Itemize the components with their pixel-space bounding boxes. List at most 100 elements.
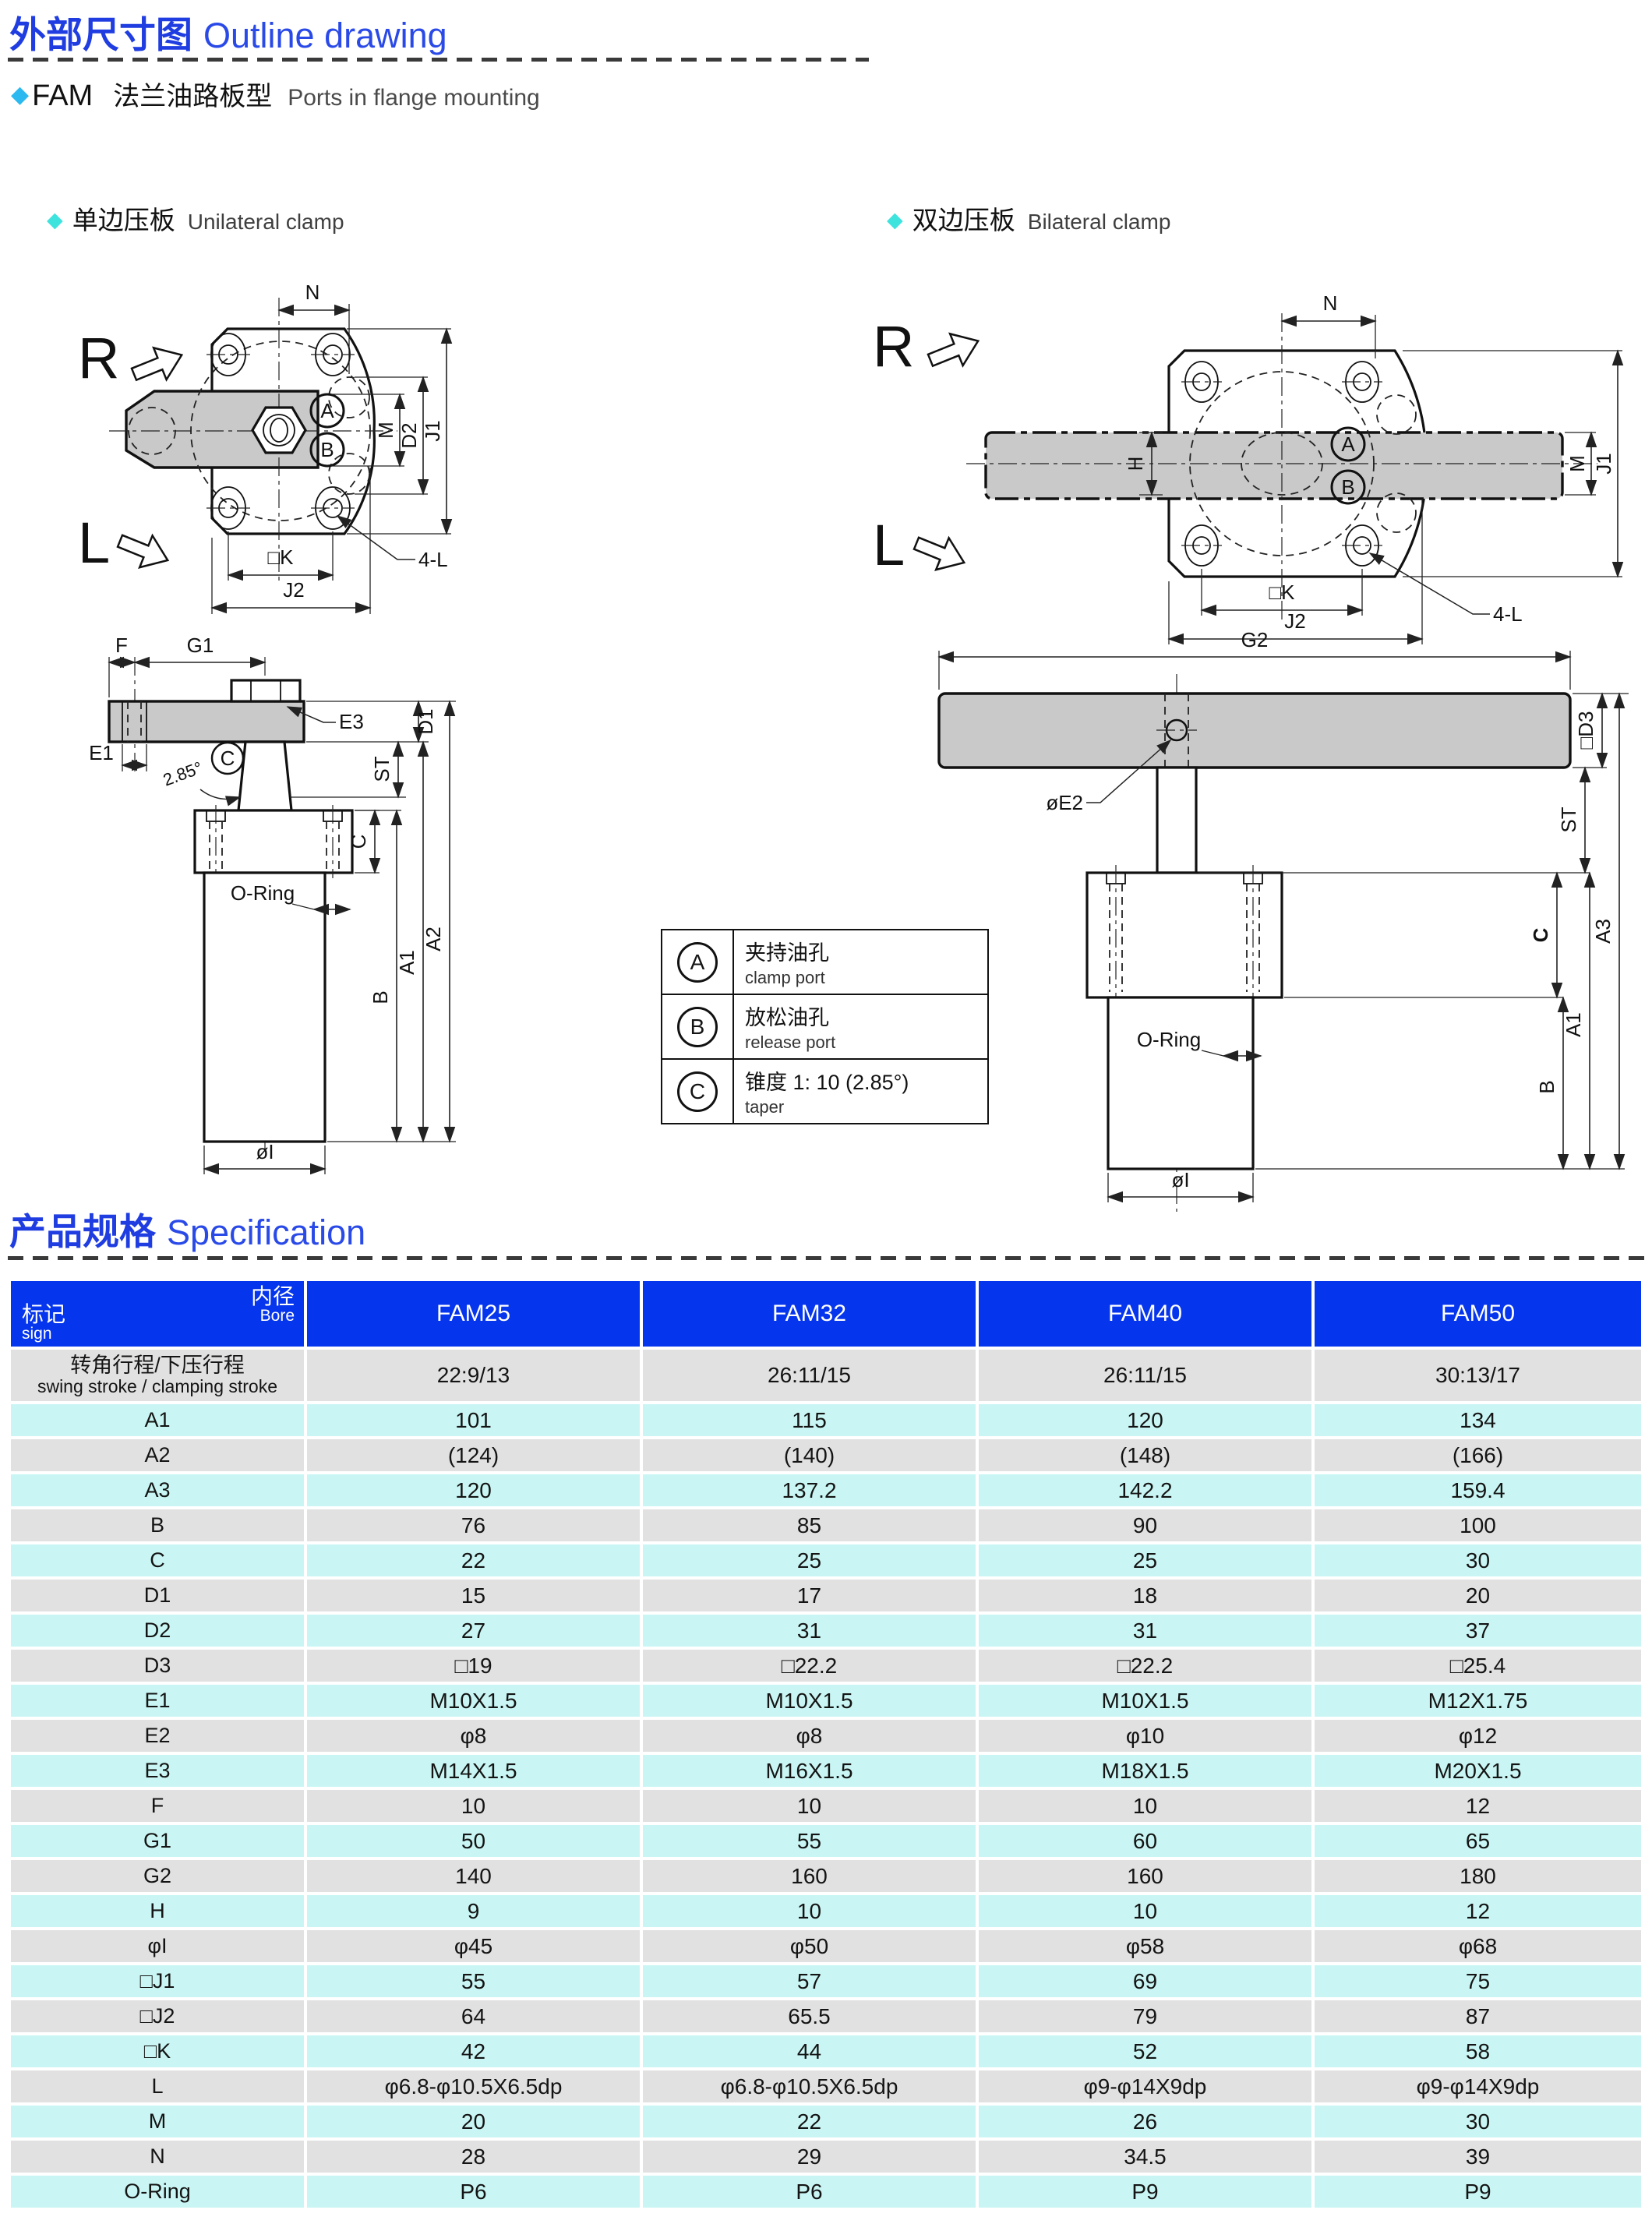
callout-e2-label: øE2 [1046,791,1083,814]
spec-value: M18X1.5 [979,1755,1311,1787]
spec-value: 101 [307,1404,640,1436]
taper-callout: C 2.85° [161,741,245,807]
dim-label-d1: D1 [414,708,437,734]
row-sign: O-Ring [11,2176,304,2208]
spec-value: 115 [643,1404,976,1436]
center-spindle [251,406,307,454]
spec-value: 65.5 [643,2000,976,2032]
table-row: A2(124)(140)(148)(166) [11,1439,1641,1471]
spec-value: 10 [643,1790,976,1822]
spec-value: 65 [1315,1825,1641,1857]
row-sign: E2 [11,1720,304,1752]
spec-value: 120 [979,1404,1311,1436]
spec-value: 25 [979,1544,1311,1576]
spec-title-zh: 产品规格 [9,1211,156,1252]
spec-value: 75 [1315,1965,1641,1997]
spec-value: 12 [1315,1895,1641,1927]
spec-value: φ9-φ14X9dp [1315,2070,1641,2102]
spec-value: 9 [307,1895,640,1927]
spec-value: 142.2 [979,1474,1311,1506]
dim-a1: A1 [395,740,429,1143]
circled-c-icon: C [677,1071,718,1112]
port-b-marker: B [309,432,345,468]
spec-value: □22.2 [643,1650,976,1682]
corner-cell: 内径 Bore 标记 sign [11,1281,304,1347]
spec-value: (140) [643,1439,976,1471]
spec-value: (166) [1315,1439,1641,1471]
dim-label-d2: D2 [397,422,421,448]
section-zh: 单边压板 [72,206,175,235]
l-label: L [78,510,110,575]
spec-value: 64 [307,2000,640,2032]
dim-label-st: ST [1557,807,1580,832]
dim-n: N [1280,291,1377,358]
spec-value: 22 [643,2106,976,2137]
dim-j1: J1 [347,327,453,535]
dim-label-m: M [1566,455,1589,472]
dim-label-a1: A1 [1562,1012,1585,1037]
dim-f: F [108,635,136,697]
dim-m: M [1565,431,1597,496]
corner-bore-en: Bore [259,1307,295,1326]
dim-label-m: M [374,422,397,439]
row-sign: B [11,1509,304,1541]
bilateral-side-view-drawing: G2 øE2 O-Ring [937,628,1629,1212]
port-a-marker: A [1330,426,1366,462]
row-sign: □K [11,2035,304,2067]
spec-value: 100 [1315,1509,1641,1541]
dim-c: C [347,809,381,874]
o-ring-label: O-Ring [1137,1028,1201,1051]
section-zh: 双边压板 [912,206,1015,235]
corner-bore-zh: 内径 [250,1284,295,1308]
spec-value: M10X1.5 [643,1685,976,1717]
spec-value: φ12 [1315,1720,1641,1752]
dim-label-j1: J1 [421,420,444,441]
row-sign: H [11,1895,304,1927]
callout-4l: 4-L [336,515,448,571]
spec-value: M16X1.5 [643,1755,976,1787]
row-sign: G1 [11,1825,304,1857]
dim-label-d3: □D3 [1574,711,1597,750]
dim-d3: □D3 [1573,692,1629,769]
dim-label-phi-i: øI [256,1140,274,1163]
spec-value: 28 [307,2141,640,2173]
row-sign: D2 [11,1615,304,1647]
dim-phi-i: øI [203,1140,327,1175]
spec-value: 39 [1315,2141,1641,2173]
row-sign: M [11,2106,304,2137]
mounting-holes [206,333,355,530]
spec-value: M10X1.5 [307,1685,640,1717]
dim-e1: E1 [89,741,148,771]
divider-dashed [8,58,869,62]
dim-a1: A1 [1562,871,1596,1170]
spec-value: 12 [1315,1790,1641,1822]
port-b-label: B [320,438,334,461]
spec-value: M12X1.75 [1315,1685,1641,1717]
dim-k: □K [227,531,334,581]
dim-label-k: □K [1269,581,1295,604]
column-header-fam40: FAM40 [979,1281,1311,1347]
dim-label-a3: A3 [1591,919,1615,944]
dim-j2: J2 [210,468,372,614]
mounting-holes [1181,361,1382,567]
model-code: FAM [32,79,94,112]
taper-c-label: C [221,747,235,770]
spec-value: 30:13/17 [1315,1350,1641,1401]
dim-label-g1: G1 [187,635,214,657]
dim-label-e1: E1 [89,741,114,764]
spec-value: 22 [307,1544,640,1576]
dim-phi-i: øI [1107,1168,1255,1203]
